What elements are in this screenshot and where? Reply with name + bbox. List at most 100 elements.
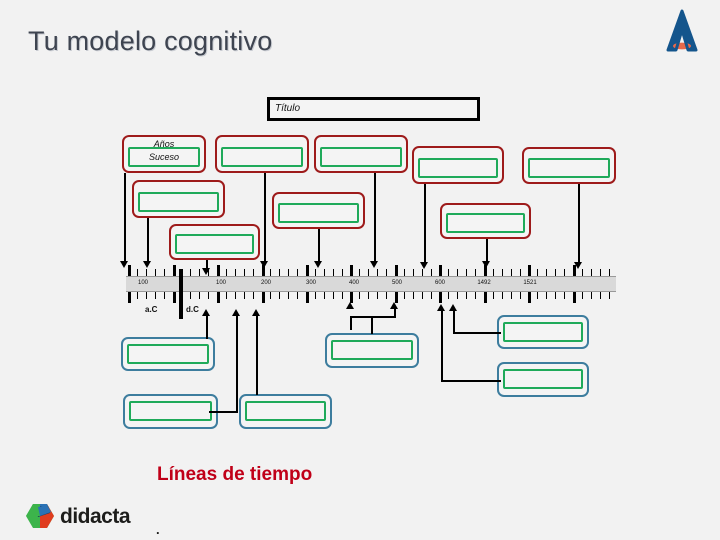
ruler-tick-bottom [359,292,360,299]
arrow-down-1 [120,261,128,268]
event-box-inner-2[interactable] [221,147,303,167]
ruler-tick-top [208,269,209,276]
ruler-tick-bottom [537,292,538,299]
ruler-tick-bottom [235,292,236,299]
year-label-0: 100 [137,280,149,286]
ruler-tick-bottom [297,292,298,299]
ruler-tick-bottom [511,292,512,299]
event-box-below-inner-6[interactable] [503,369,583,389]
connector-above-5 [578,184,580,264]
ruler-tick-top [448,269,449,276]
connector-below-6a [441,310,443,382]
event-box-above-7[interactable] [272,192,365,229]
ruler-tick-bottom [395,292,398,303]
event-box-below-inner-4[interactable] [331,340,413,360]
year-label-5: 500 [391,280,403,286]
ruler-tick-bottom [324,292,325,299]
event-box-below-inner-3[interactable] [245,401,326,421]
ruler-tick-bottom [333,292,334,299]
ruler-tick-top [181,269,182,276]
ruler-tick-top [582,269,583,276]
ruler-tick-top [466,269,467,276]
event-box-inner-9[interactable] [175,234,254,254]
event-box-inner-6[interactable] [138,192,219,212]
arrow-down-8 [482,261,490,268]
ruler-tick-bottom [573,292,576,303]
ruler-tick-bottom [457,292,458,299]
event-box-below-inner-2[interactable] [129,401,212,421]
didacta-hexagon-icon [26,504,54,528]
didacta-wordmark: didacta [60,505,131,528]
ruler-tick-bottom [484,292,487,303]
ruler-tick-bottom [306,292,309,303]
ruler-tick-top [413,269,414,276]
year-label-3: 300 [305,280,317,286]
ruler-tick-top [324,269,325,276]
connector-above-7 [318,229,320,263]
event-box-inner-4[interactable] [418,158,498,178]
ruler-tick-top [404,269,405,276]
event-box-below-1[interactable] [121,337,215,371]
event-box-inner-7[interactable] [278,203,359,223]
ruler-tick-bottom [591,292,592,299]
connector-below-2b [209,411,238,413]
ruler-tick-bottom [128,292,131,303]
ruler-tick-top [600,269,601,276]
arrow-down-5 [314,261,322,268]
event-box-inner-5[interactable] [528,158,610,178]
event-box-below-4[interactable] [325,333,419,368]
arrow-down-3 [202,268,210,275]
event-box-below-inner-5[interactable] [503,322,583,342]
ruler-tick-top [306,265,309,276]
event-box-above-2[interactable] [215,135,309,173]
ruler-tick-top [591,269,592,276]
connector-below-1 [206,315,208,339]
event-box-above-4[interactable] [412,146,504,184]
event-box-above-1[interactable]: Años Suceso [122,135,206,173]
ruler-tick-top [253,269,254,276]
ruler-tick-top [235,269,236,276]
connector-below-4a [350,316,352,330]
didacta-dot: . [156,522,160,537]
titulo-field[interactable]: Título [267,97,480,121]
event-box-inner-1[interactable]: Suceso [128,147,200,167]
ruler-tick-top [359,269,360,276]
ruler-tick-top [484,265,487,276]
event-box-below-inner-1[interactable] [127,344,209,364]
arrow-up-1 [202,309,210,316]
event-box-above-5[interactable] [522,147,616,184]
ruler-tick-top [297,269,298,276]
ruler-tick-bottom [555,292,556,299]
ruler-tick-bottom [190,292,191,299]
event-box-inner-3[interactable] [320,147,402,167]
event-box-below-6[interactable] [497,362,589,397]
ruler-tick-top [270,269,271,276]
ruler-tick-bottom [600,292,601,299]
ruler-tick-bottom [262,292,265,303]
arrow-up-4 [346,302,354,309]
event-box-above-9[interactable] [169,224,260,260]
ruler-tick-top [190,269,191,276]
arrow-up-3 [252,309,260,316]
arrow-up-5 [390,302,398,309]
year-label-7: 1492 [477,280,491,286]
ruler-tick-bottom [448,292,449,299]
didacta-logo: didacta . [24,500,174,537]
event-box-above-3[interactable] [314,135,408,173]
ruler-tick-top [199,269,200,276]
event-box-below-3[interactable] [239,394,332,429]
page-title: Tu modelo cognitivo [28,26,273,56]
event-box-below-5[interactable] [497,315,589,349]
connector-above-3 [374,173,376,263]
event-box-above-8[interactable] [440,203,531,239]
ruler-tick-top [537,269,538,276]
ruler-tick-bottom [528,292,531,303]
event-box-inner-8[interactable] [446,213,525,233]
event-box-above-6[interactable] [132,180,225,218]
arrow-up-7 [449,304,457,311]
ruler-tick-bottom [217,292,220,303]
ruler-tick-top [146,269,147,276]
event-box-below-2[interactable] [123,394,218,429]
